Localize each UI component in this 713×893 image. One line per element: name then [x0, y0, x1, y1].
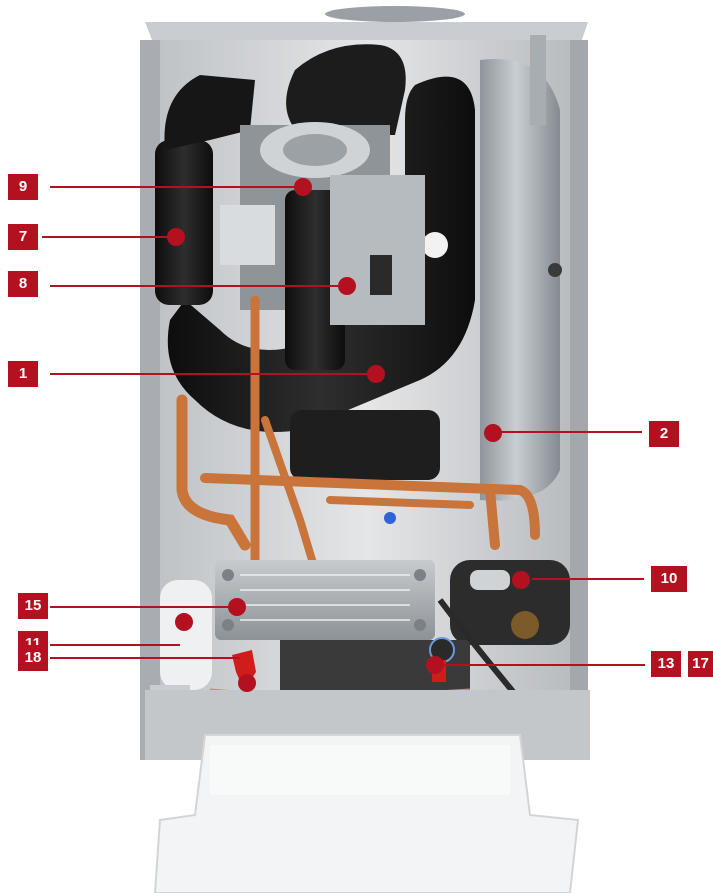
callout-2-dot	[484, 424, 502, 442]
callout-7-dot	[167, 228, 185, 246]
callout-18-badge: 18	[18, 645, 48, 671]
expansion-vessel	[480, 59, 560, 501]
callout-2-badge: 2	[649, 421, 679, 447]
callout-13-dot	[426, 656, 444, 674]
callout-18-dot	[238, 674, 256, 692]
callout-18-line	[50, 657, 240, 659]
callout-15-line	[50, 606, 230, 608]
air-intake	[155, 140, 213, 305]
flue-collar	[325, 6, 465, 22]
callout-13-line	[440, 664, 645, 666]
callout-1-line	[50, 373, 372, 375]
plate-heat-exchanger	[215, 560, 435, 640]
callout-11-line	[50, 644, 180, 646]
callout-9-line	[50, 186, 302, 188]
callout-17-badge: 17	[688, 651, 713, 677]
callout-2-line	[500, 431, 642, 433]
callout-8-badge: 8	[8, 271, 38, 297]
callout-10-line	[532, 578, 644, 580]
burner-base	[290, 410, 440, 480]
callout-13-badge: 13	[651, 651, 681, 677]
callout-11-dot	[175, 613, 193, 631]
callout-15-dot	[228, 598, 246, 616]
callout-9-badge: 9	[8, 174, 38, 200]
flue-duct	[167, 76, 475, 433]
callout-8-line	[50, 285, 343, 287]
callout-10-badge: 10	[651, 566, 687, 592]
heat-cell	[330, 175, 425, 325]
callout-9-dot	[294, 178, 312, 196]
callout-1-badge: 1	[8, 361, 38, 387]
callout-15-badge: 15	[18, 593, 48, 619]
callout-7-line	[42, 236, 170, 238]
condensate-trap	[160, 580, 212, 690]
callout-1-dot	[367, 365, 385, 383]
callout-8-dot	[338, 277, 356, 295]
callout-10-dot	[512, 571, 530, 589]
callout-7-badge: 7	[8, 224, 38, 250]
